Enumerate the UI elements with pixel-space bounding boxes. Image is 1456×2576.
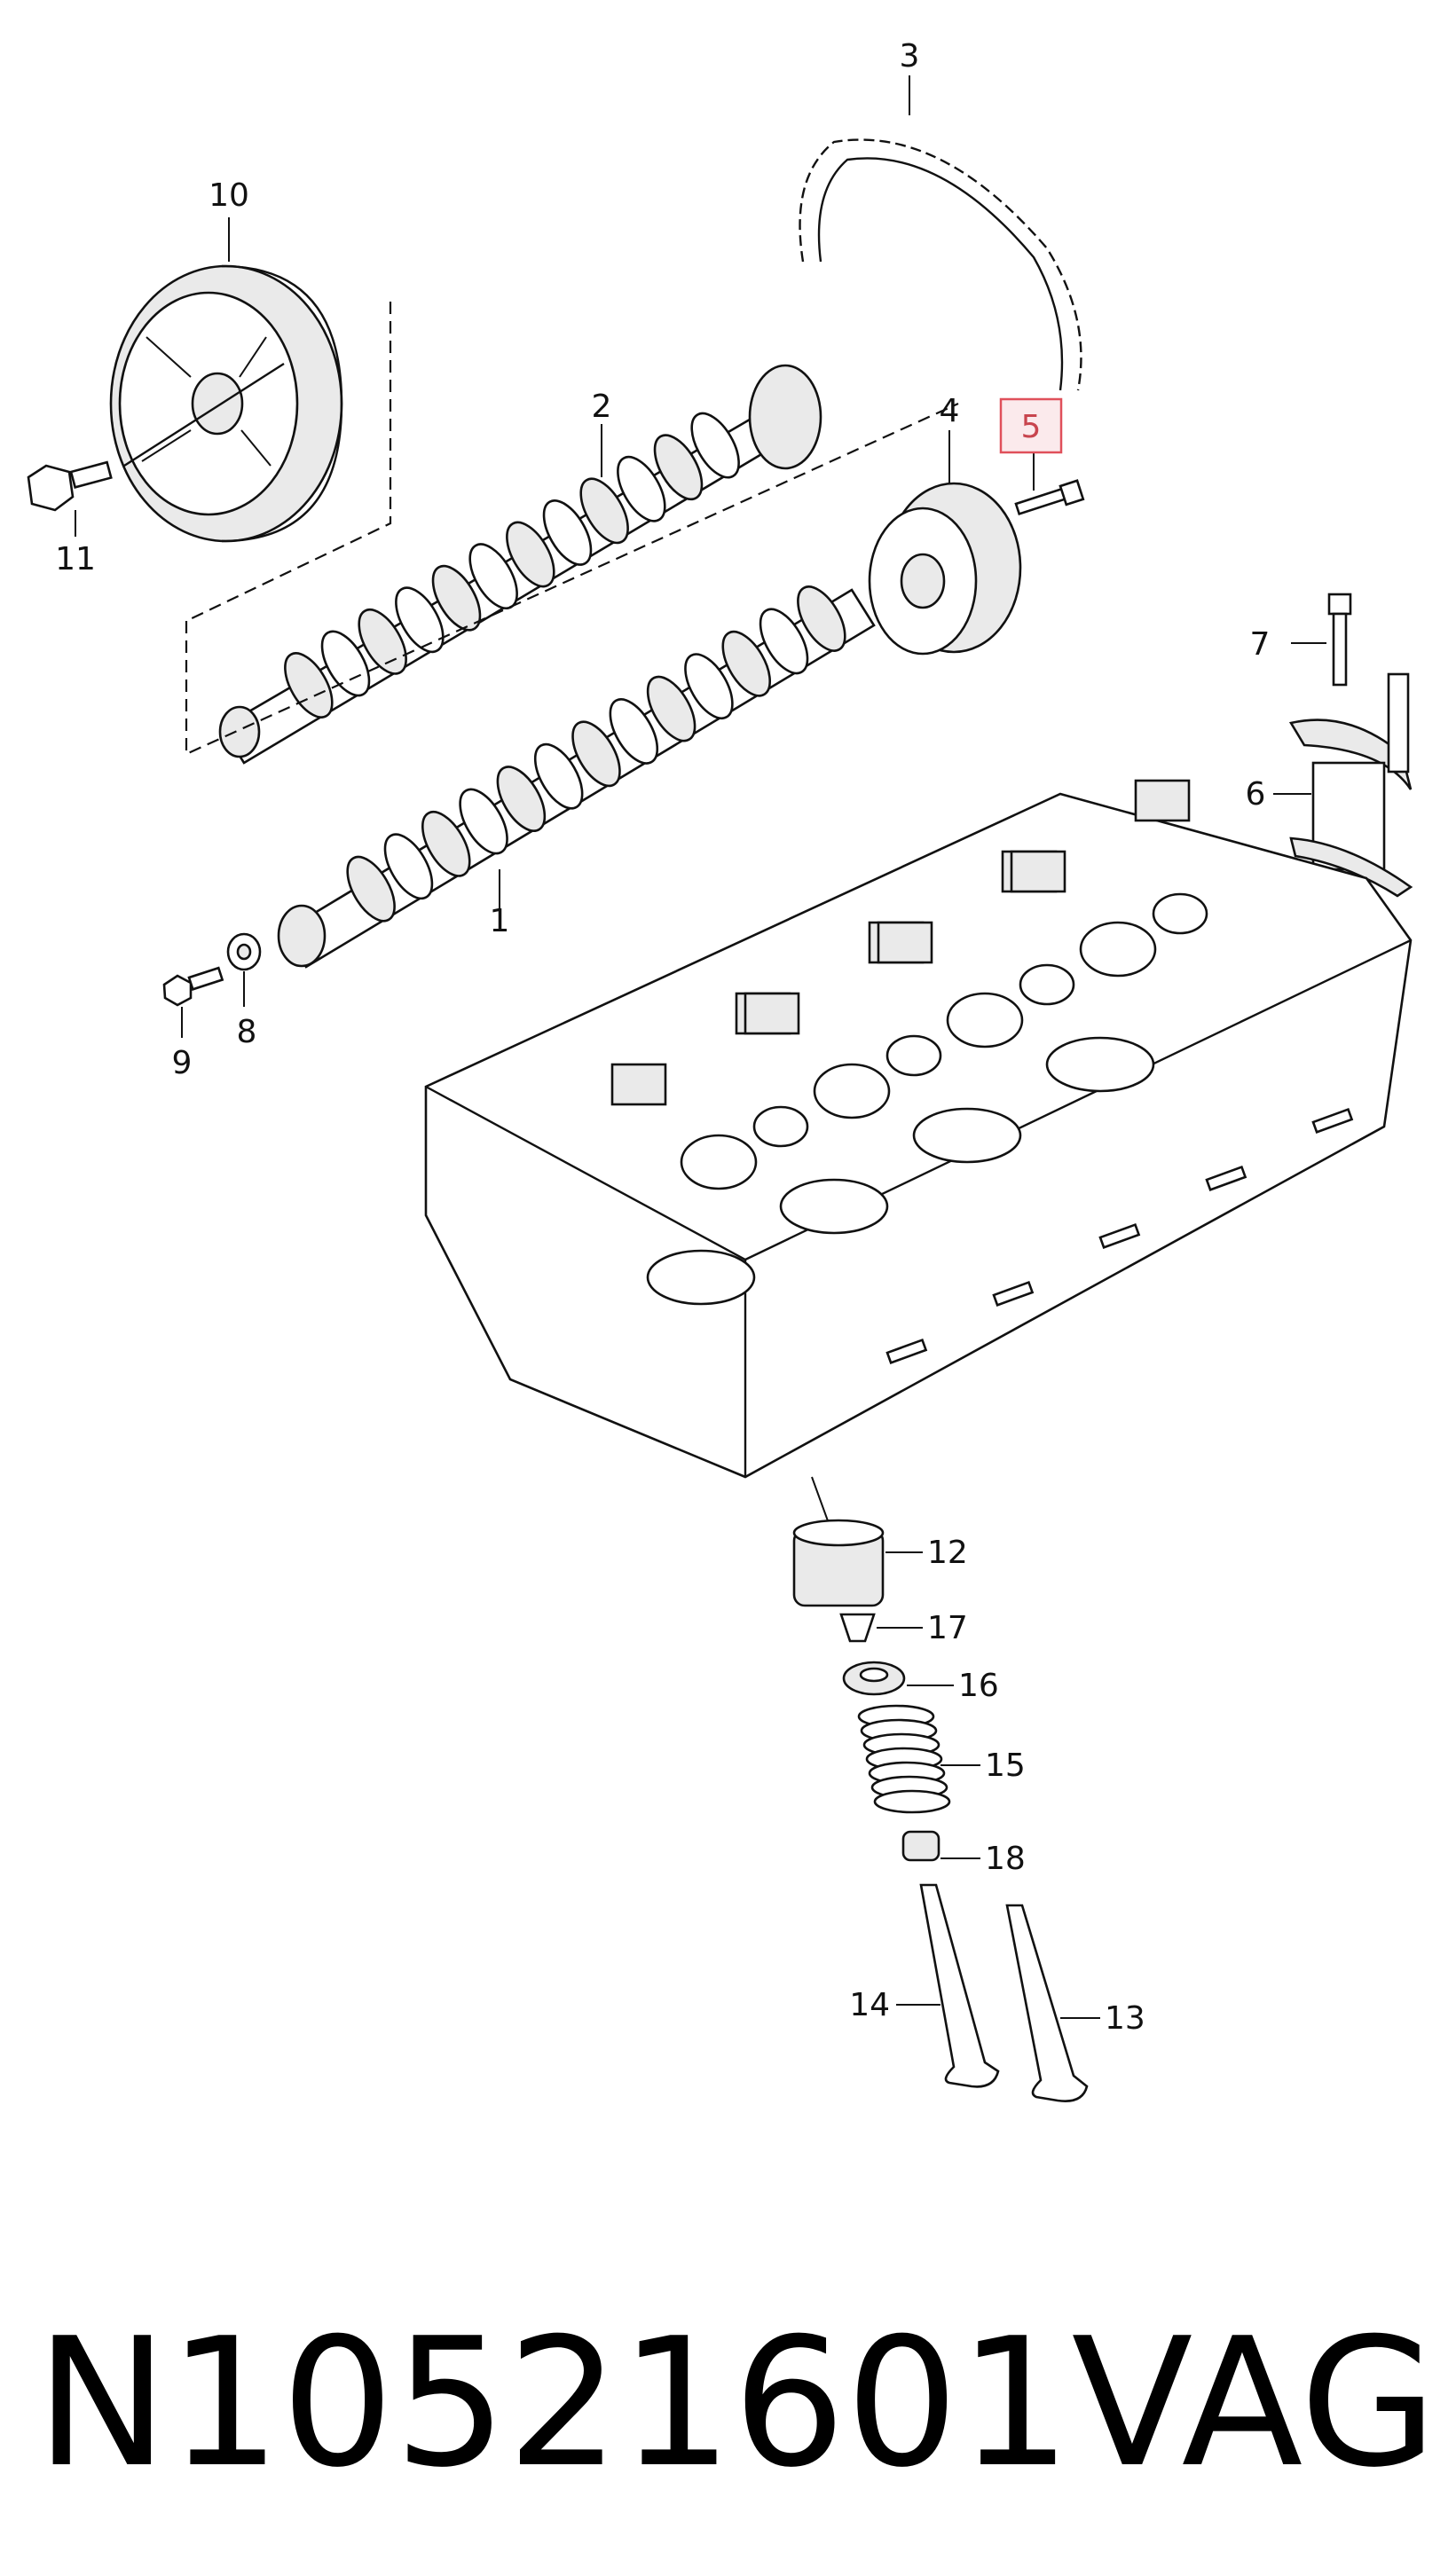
callout-12: 12 (927, 1535, 968, 1571)
callout-18: 18 (985, 1841, 1026, 1877)
callout-17: 17 (927, 1610, 968, 1646)
callout-3: 3 (900, 38, 920, 75)
callout-2: 2 (592, 389, 612, 425)
exhaust-valve-13 (1005, 1904, 1089, 2102)
camshaft-1 (277, 585, 876, 969)
footer-bar: N10521601 VAG (0, 2271, 1456, 2537)
callout-11: 11 (55, 541, 96, 577)
callout-10: 10 (209, 177, 249, 214)
sprocket-gear-10 (109, 264, 343, 543)
timing-chain-3 (799, 138, 1082, 391)
callout-14: 14 (849, 1987, 890, 2023)
bolt-11 (27, 460, 113, 512)
bolt-7 (1327, 593, 1352, 687)
valve-stem-seal-18 (901, 1830, 940, 1862)
leader-lines (75, 75, 1326, 2019)
bolt-9 (162, 966, 224, 1007)
chain-tensioner-6 (1288, 672, 1413, 898)
valve-cotter-17 (839, 1613, 876, 1643)
callout-15: 15 (985, 1747, 1026, 1784)
callout-1: 1 (490, 903, 510, 939)
callout-16: 16 (958, 1668, 999, 1704)
callout-5-highlight (999, 397, 1063, 454)
callout-7: 7 (1250, 626, 1271, 663)
spring-retainer-16 (842, 1661, 906, 1696)
valve-spring-15 (857, 1704, 951, 1814)
part-number: N10521601 (35, 2300, 1072, 2507)
washer-8 (226, 932, 262, 971)
bolt-5 (1014, 479, 1085, 516)
cam-adjuster-4 (868, 482, 1022, 656)
callout-6: 6 (1246, 776, 1266, 813)
cylinder-head (424, 779, 1413, 1479)
callout-9: 9 (172, 1045, 193, 1081)
callout-8: 8 (237, 1014, 257, 1050)
callout-4: 4 (940, 393, 960, 429)
intake-valve-14 (919, 1883, 1000, 2088)
callout-13: 13 (1105, 2000, 1145, 2037)
bucket-tappet-12 (792, 1519, 885, 1607)
brand-name: VAG (1071, 2300, 1437, 2507)
exploded-parts-diagram: 10 11 3 2 4 5 7 6 1 8 9 12 17 16 15 18 1… (27, 38, 1413, 2102)
callout-5: 5 (1021, 409, 1042, 445)
